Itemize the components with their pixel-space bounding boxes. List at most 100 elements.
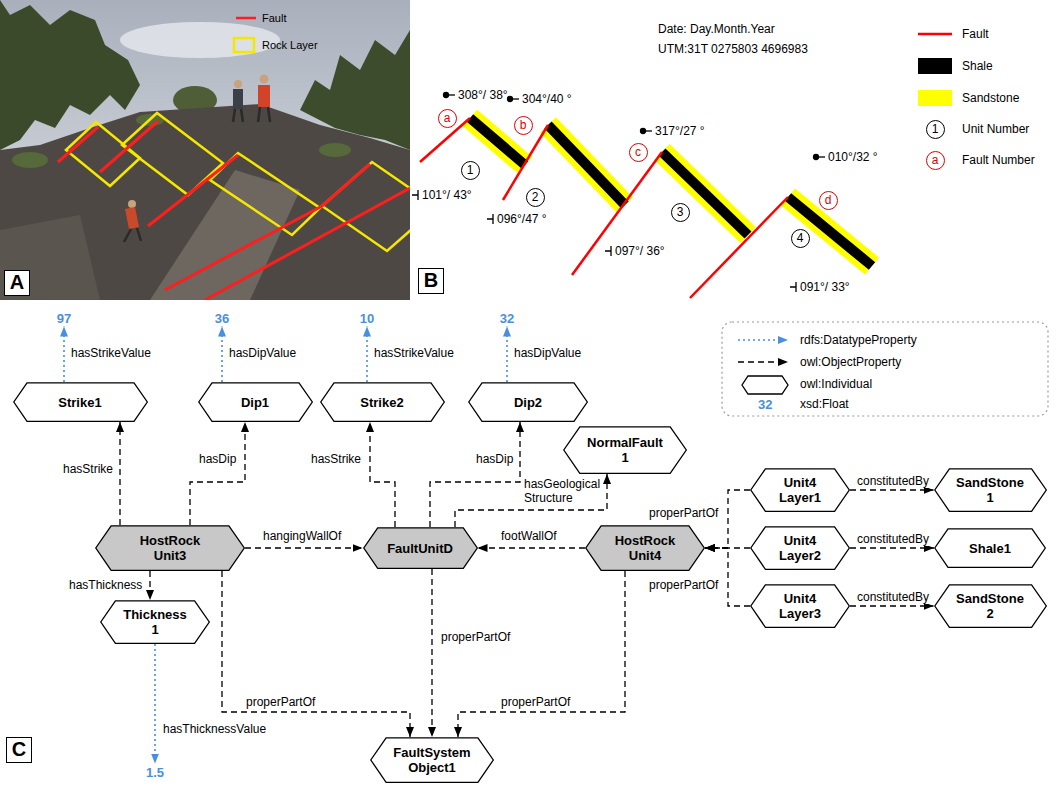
legend-text: Fault: [962, 27, 989, 41]
node-name: Thickness 1: [123, 607, 187, 637]
object-property-arrow: [190, 422, 245, 525]
color-swatch: [918, 90, 952, 106]
fault-number: b: [514, 116, 533, 135]
property-label: properPartOf: [648, 506, 719, 520]
hexagon-shape: [934, 585, 1046, 628]
slope: [0, 104, 410, 300]
value-text: 36: [215, 311, 229, 326]
shrub: [319, 143, 351, 157]
hexagon-shape: [751, 527, 850, 570]
object-property-arrow: [245, 547, 363, 548]
property-label: hasGeological Structure: [523, 477, 601, 505]
legend-text: Rock Layer: [262, 38, 318, 52]
hexagon-shape: [751, 469, 850, 512]
property-label: hangingWallOf: [262, 529, 342, 543]
dip-symbol: [510, 98, 519, 99]
value-text: 32: [500, 311, 514, 326]
individual-node: Thickness 1: [100, 600, 210, 644]
annotation: 010°/32 °: [828, 150, 878, 164]
property-label: footWallOf: [500, 529, 558, 543]
property-label: hasDip: [475, 452, 514, 466]
object-property-arrow: [149, 571, 150, 600]
strike-dip-symbols: [412, 93, 825, 293]
fault-number: a: [438, 109, 457, 128]
annotation: 097°/ 36°: [615, 244, 665, 258]
annotation: 101°/ 43°: [422, 188, 472, 202]
value-text: 1.5: [146, 765, 164, 780]
legend-text: Fault: [262, 11, 286, 25]
legend-fault-line: [918, 33, 952, 36]
node-name: HostRock Unit3: [140, 533, 201, 563]
float-sample: 32: [758, 397, 772, 412]
legend-text: owl:ObjectProperty: [800, 355, 901, 369]
hexagon-shape: [586, 526, 705, 571]
panel-letter: B: [418, 268, 444, 294]
shale-bands: [470, 118, 872, 266]
property-label: properPartOf: [648, 578, 719, 592]
node-name: Strike1: [58, 395, 101, 410]
node-name: Strike2: [360, 395, 403, 410]
bedding-symbol: [605, 246, 611, 256]
legend-text: Shale: [962, 59, 993, 73]
node-name: Unit4 Layer1: [779, 475, 821, 505]
literal-value: 32: [497, 310, 518, 327]
node-name: Shale1: [969, 541, 1011, 556]
node-name: FaultUnitD: [387, 541, 453, 556]
fault-line: [100, 121, 158, 172]
datatype-property-arrow: [63, 327, 65, 383]
legend-individual-hexagon: [742, 376, 788, 394]
shale-band: [662, 152, 748, 235]
hexagon-shape: [751, 585, 850, 628]
node-name: NormalFault 1: [587, 435, 663, 465]
sandstone-band: [548, 125, 625, 205]
fault-line: [148, 155, 238, 226]
fault-line: [58, 127, 98, 162]
hexagon-shape: [320, 383, 444, 422]
bedding-symbol: [412, 190, 418, 200]
ontology-legend: [722, 322, 1048, 416]
individual-node: Shale1: [934, 528, 1046, 568]
people: [124, 75, 270, 243]
value-text: 97: [57, 311, 71, 326]
dip-symbol: [643, 130, 652, 131]
datatype-property-arrow: [221, 327, 223, 383]
object-property-arrow: [431, 569, 432, 737]
annotation: 091°/ 33°: [800, 280, 850, 294]
datatype-property-arrow: [154, 644, 156, 764]
individual-node: Strike2: [320, 382, 445, 422]
node-name: HostRock Unit4: [615, 533, 676, 563]
individual-node: NormalFault 1: [563, 426, 687, 474]
fault-lines: [58, 121, 410, 300]
property-label: properPartOf: [500, 695, 571, 709]
property-label: constitutedBy: [856, 532, 930, 546]
sandstone-bands: [470, 118, 872, 266]
object-property-arrow: [705, 548, 750, 606]
individual-node: HostRock Unit4: [585, 525, 705, 571]
annotation: 304°/40 °: [522, 92, 572, 106]
hexagon-shape: [469, 383, 588, 422]
legend-text: rdfs:DatatypeProperty: [800, 333, 917, 347]
legend-datatype-arrow: [738, 339, 788, 341]
hexagon-shape: [13, 383, 147, 422]
datatype-property-arrow: [506, 327, 508, 383]
object-property-arrow: [850, 605, 934, 606]
annotation: 096°/47 °: [497, 212, 547, 226]
legend-frame: [722, 322, 1048, 416]
shale-band: [548, 125, 625, 205]
cloud: [120, 22, 280, 58]
object-property-arrow: [430, 422, 520, 527]
legend-text: owl:Individual: [800, 377, 872, 391]
property-label: hasStrikeValue: [70, 346, 152, 360]
panel-letter: A: [4, 270, 30, 296]
property-label: hasDipValue: [228, 346, 297, 360]
object-property-arrow: [370, 422, 395, 527]
property-label: hasDip: [198, 452, 237, 466]
object-property-arrow: [850, 489, 934, 490]
object-property-arrow: [850, 547, 934, 548]
hexagon-shape: [198, 383, 311, 422]
individual-node: Strike1: [13, 382, 148, 422]
hexagon-shape: [934, 469, 1046, 512]
property-label: hasThicknessValue: [162, 722, 267, 736]
dip-symbol: [816, 156, 825, 157]
object-property-arrow: [455, 474, 607, 527]
